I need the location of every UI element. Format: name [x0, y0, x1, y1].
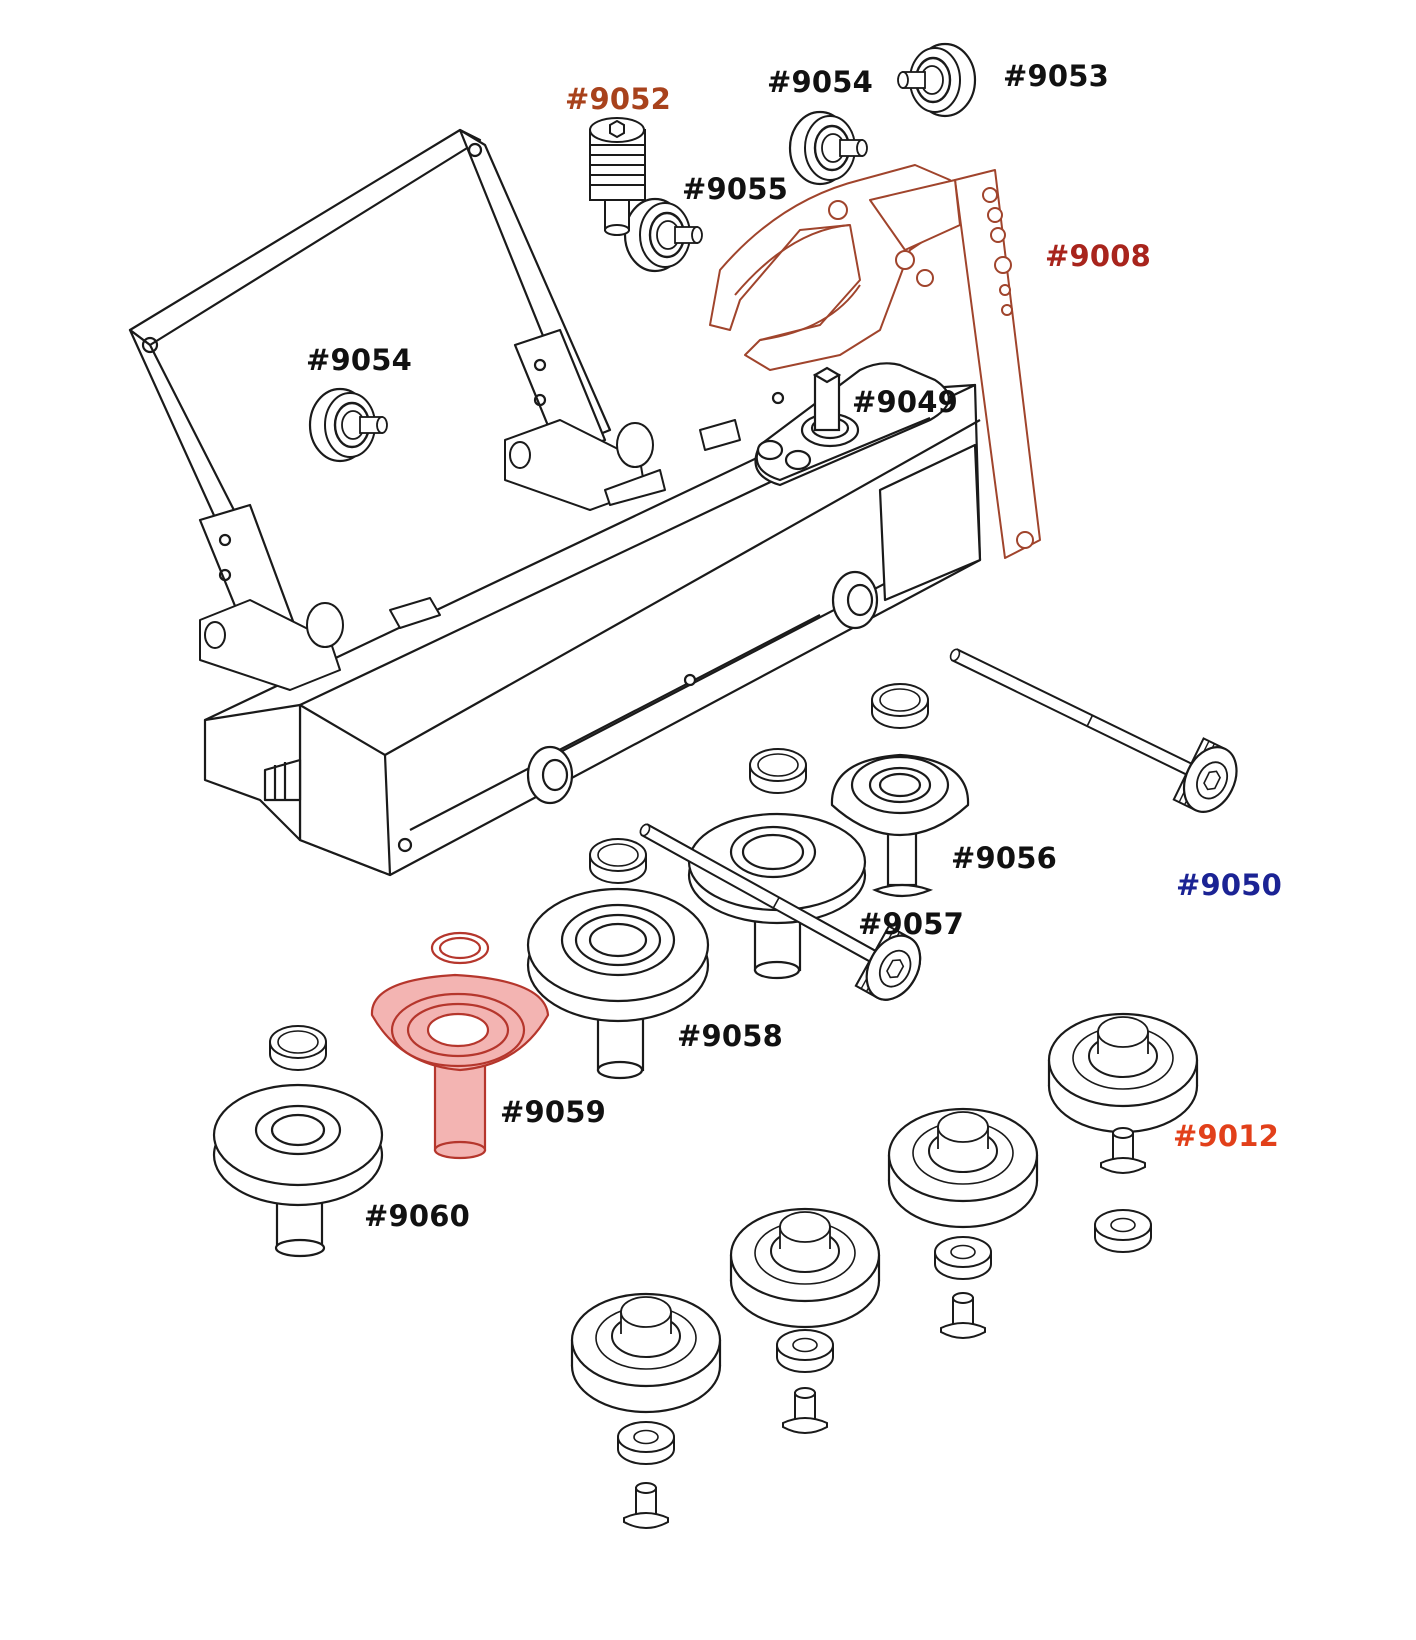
label-9050: #9050 [1176, 868, 1283, 902]
washer-9058 [589, 838, 647, 884]
bearing-9053 [896, 42, 977, 118]
bearing-9055 [623, 197, 704, 273]
label-9060: #9060 [364, 1199, 471, 1233]
washer-9060 [269, 1025, 327, 1071]
bearing-9054-left [308, 387, 389, 463]
roller-set-9012 [570, 1012, 1199, 1529]
axle-9050 [935, 621, 1248, 822]
label-9054-top: #9054 [767, 65, 874, 99]
pulley-9058 [526, 887, 710, 1080]
label-9053: #9053 [1003, 59, 1110, 93]
handle-frame [128, 128, 612, 657]
label-9055: #9055 [682, 172, 789, 206]
label-9057: #9057 [858, 907, 965, 941]
label-9058: #9058 [677, 1019, 784, 1053]
label-9012: #9012 [1173, 1119, 1280, 1153]
label-9059: #9059 [500, 1095, 607, 1129]
washer-small-b [749, 748, 807, 794]
pulley-9059-highlighted [370, 931, 550, 1160]
clamp-assembly-9008 [709, 164, 1041, 559]
washer-small-a [871, 683, 929, 729]
pulley-9057 [687, 812, 867, 980]
label-9054-left: #9054 [306, 343, 413, 377]
hinge-blocks [199, 419, 741, 691]
threaded-stud-9052 [589, 117, 646, 236]
mounting-plate [754, 362, 950, 487]
label-9056: #9056 [951, 841, 1058, 875]
label-9052: #9052 [565, 82, 672, 116]
pulley-9060 [212, 1083, 384, 1258]
pulley-9056 [830, 753, 970, 898]
bearing-9054-top [788, 110, 869, 186]
label-9049: #9049 [852, 385, 959, 419]
label-9008: #9008 [1045, 239, 1152, 273]
